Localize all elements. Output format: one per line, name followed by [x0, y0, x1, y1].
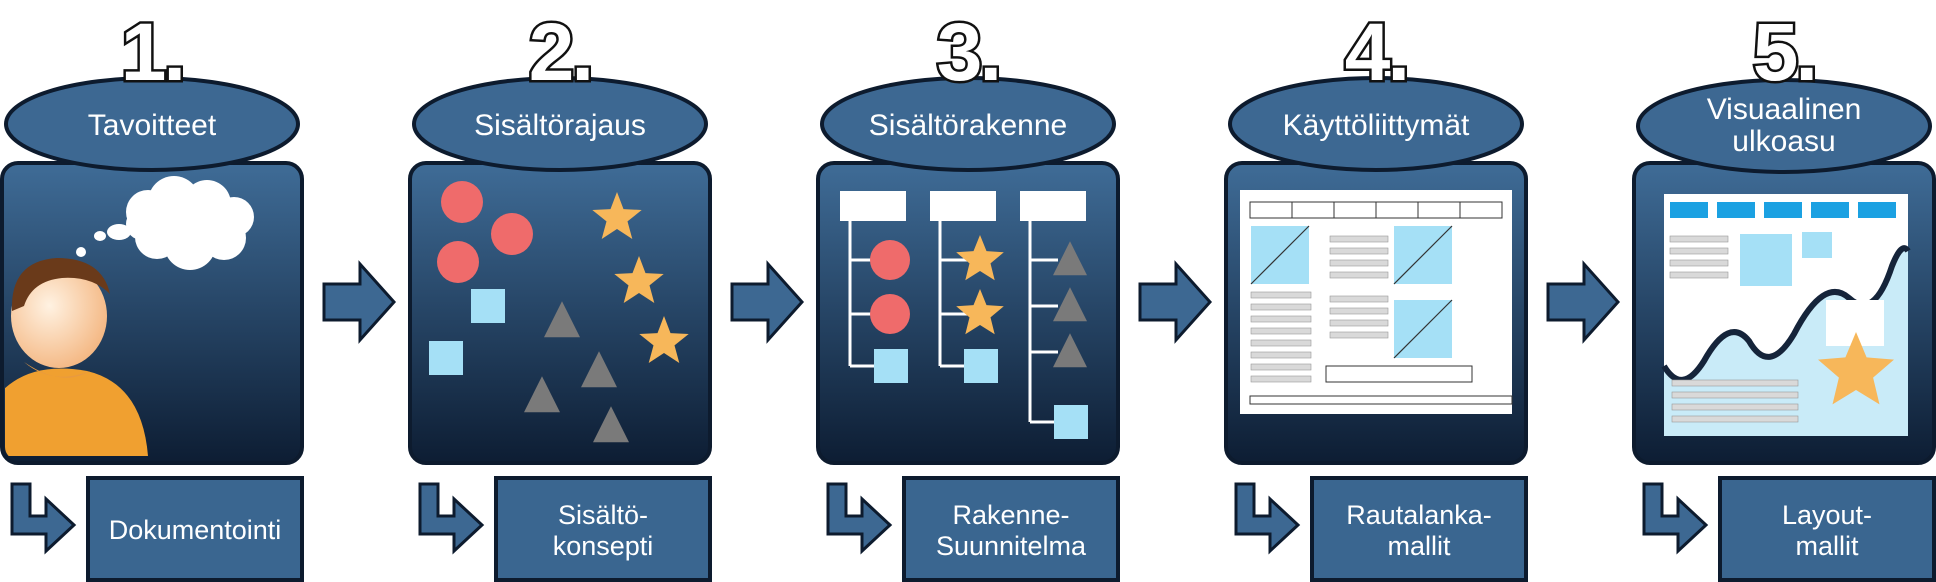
- step-label: konsepti: [553, 531, 654, 561]
- bent-arrow-icon: [10, 482, 77, 555]
- person-icon: [5, 258, 148, 456]
- step-label: mallit: [1795, 531, 1859, 561]
- step-title-ellipse: [1228, 76, 1524, 172]
- step-3: Sisältörakenne 3. Rakenne-Suunnitelma: [816, 5, 1120, 582]
- wireframe-icon: [1240, 190, 1513, 414]
- scattered-shapes-icon: [429, 181, 689, 443]
- step-title-ellipse: [4, 76, 300, 172]
- visual-layout-icon: [1661, 194, 1911, 436]
- bent-arrow-icon: [1642, 482, 1709, 555]
- step-label: mallit: [1387, 531, 1451, 561]
- step-label: Suunnitelma: [936, 531, 1087, 561]
- step-label-box: [902, 476, 1120, 582]
- step-number: 5.: [1753, 7, 1815, 98]
- step-number: 2.: [529, 7, 591, 98]
- step-label-box: [1718, 476, 1936, 582]
- step-4: Käyttöliittymät 4. Rautalanka-mallit: [1224, 5, 1528, 582]
- step-title: Tavoitteet: [88, 109, 217, 142]
- step-title: Sisältörakenne: [869, 109, 1067, 142]
- right-arrow-icon: [1138, 260, 1213, 344]
- step-title: Sisältörajaus: [474, 109, 646, 142]
- step-title-ellipse: [820, 76, 1116, 172]
- step-2: Sisältörajaus 2. Sisältö-konsepti: [408, 5, 712, 582]
- step-title: ulkoasu: [1732, 125, 1835, 158]
- step-number: 1.: [121, 7, 183, 98]
- right-arrow-icon: [730, 260, 805, 344]
- step-label-box: [86, 476, 304, 582]
- structure-tree-icon: [840, 191, 1088, 439]
- step-title: Käyttöliittymät: [1283, 109, 1470, 142]
- step-number: 3.: [937, 7, 999, 98]
- step-title: Visuaalinen: [1707, 93, 1862, 126]
- step-label-box: [1310, 476, 1528, 582]
- bent-arrow-icon: [418, 482, 485, 555]
- right-arrow-icon: [1546, 260, 1621, 344]
- bent-arrow-icon: [1234, 482, 1301, 555]
- step-label: Sisältö-: [558, 500, 648, 530]
- step-label-box: [494, 476, 712, 582]
- step-number: 4.: [1345, 7, 1407, 98]
- thought-cloud-icon: [76, 176, 254, 270]
- step-label: Layout-: [1782, 500, 1872, 530]
- step-title-ellipse: [1636, 78, 1932, 174]
- step-title-ellipse: [412, 76, 708, 172]
- step-label: Rakenne-: [952, 500, 1069, 530]
- right-arrow-icon: [322, 260, 397, 344]
- step-1: Tavoitteet 1. Dokumentointi: [0, 5, 304, 582]
- step-label: Dokumentointi: [109, 515, 282, 545]
- step-label: Rautalanka-: [1346, 500, 1492, 530]
- bent-arrow-icon: [826, 482, 893, 555]
